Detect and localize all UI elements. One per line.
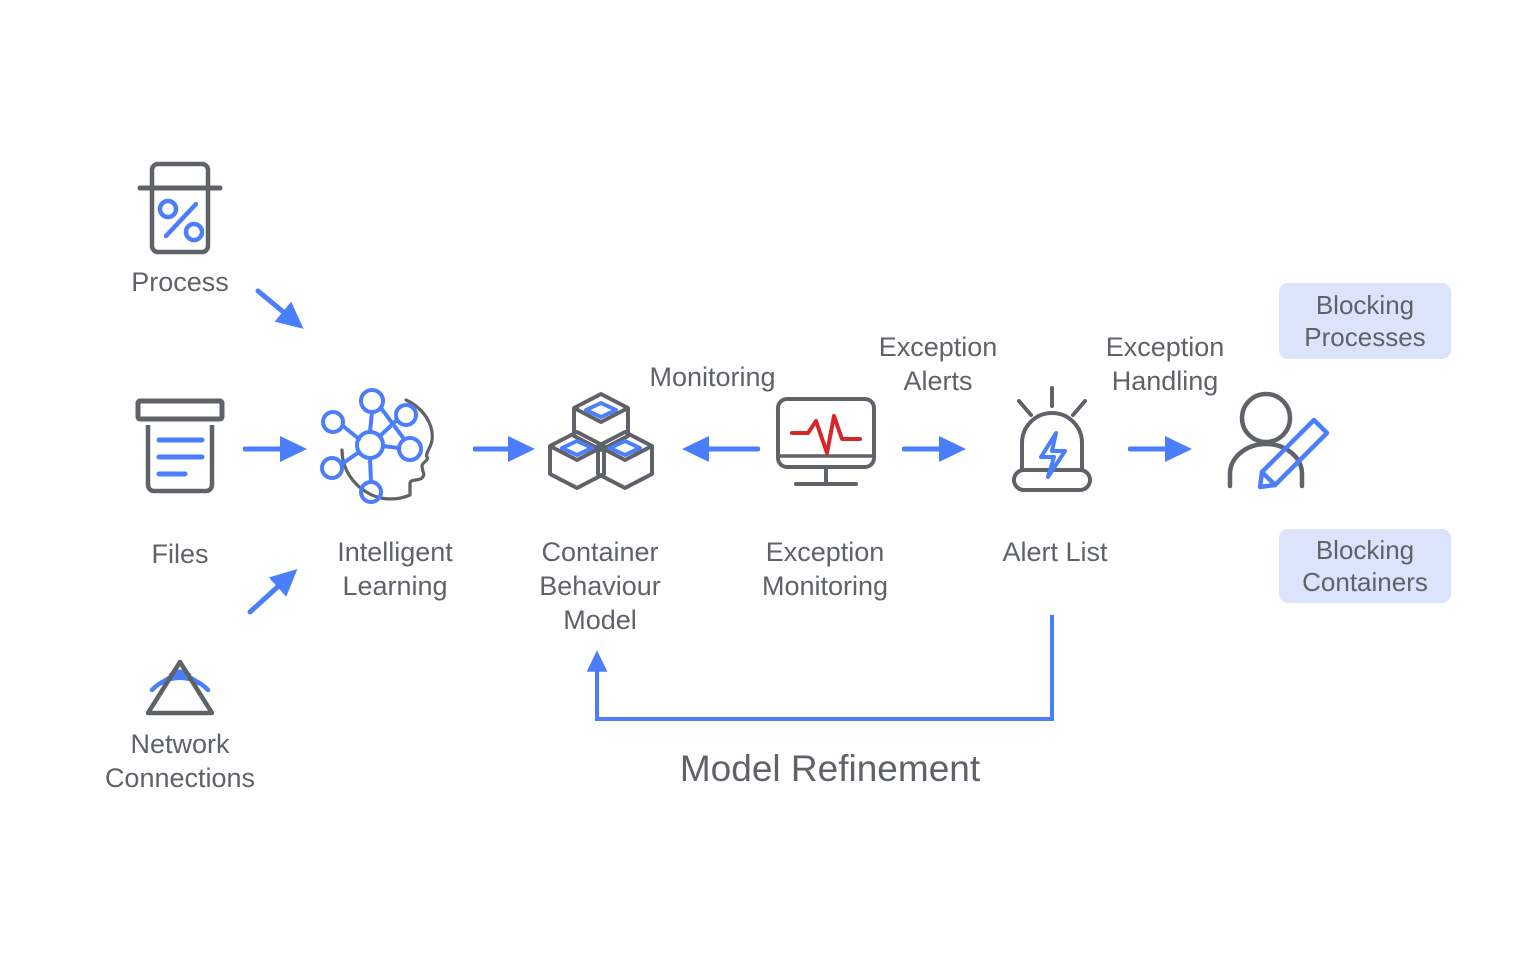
arrow-alert-to-person xyxy=(1127,432,1206,471)
status-badge-blocking-containers[interactable]: Blocking Containers xyxy=(1279,529,1451,603)
model-refinement-title: Model Refinement xyxy=(679,748,981,789)
flow-label-exception-handling: Exception Handling xyxy=(1105,332,1225,396)
stage-label-container-behaviour-model: Container Behaviour Model xyxy=(539,537,661,635)
stage-label-intelligent-learning: Intelligent Learning xyxy=(337,537,453,601)
arrow-files-to-learning xyxy=(242,432,321,471)
arrow-network-to-learning xyxy=(243,560,318,625)
flow-label-monitoring: Monitoring xyxy=(649,362,776,392)
files-container-icon xyxy=(128,395,232,500)
ai-head-neural-icon xyxy=(318,382,468,507)
input-label-network: Network Connections xyxy=(104,729,256,793)
process-bucket-percent-icon xyxy=(130,148,230,258)
model-refinement-loop-arrow xyxy=(580,615,1080,745)
stage-label-exception-monitoring: Exception Monitoring xyxy=(761,537,889,601)
alarm-siren-icon xyxy=(1000,385,1104,493)
network-broadcast-tower-icon xyxy=(130,620,230,720)
input-label-process: Process xyxy=(131,267,229,297)
arrow-monitoring-to-container xyxy=(674,432,761,471)
arrow-learning-to-container xyxy=(472,432,549,471)
monitor-pulse-icon xyxy=(770,395,882,493)
stage-label-alert-list: Alert List xyxy=(1002,537,1108,567)
person-edit-icon xyxy=(1222,390,1334,492)
status-badge-blocking-processes[interactable]: Blocking Processes xyxy=(1279,283,1451,359)
input-label-files: Files xyxy=(151,539,209,569)
container-cubes-icon xyxy=(548,390,654,490)
flow-label-exception-alerts: Exception Alerts xyxy=(878,332,998,396)
arrow-process-to-learning xyxy=(252,285,322,345)
arrow-monitoring-to-alert xyxy=(901,432,980,471)
